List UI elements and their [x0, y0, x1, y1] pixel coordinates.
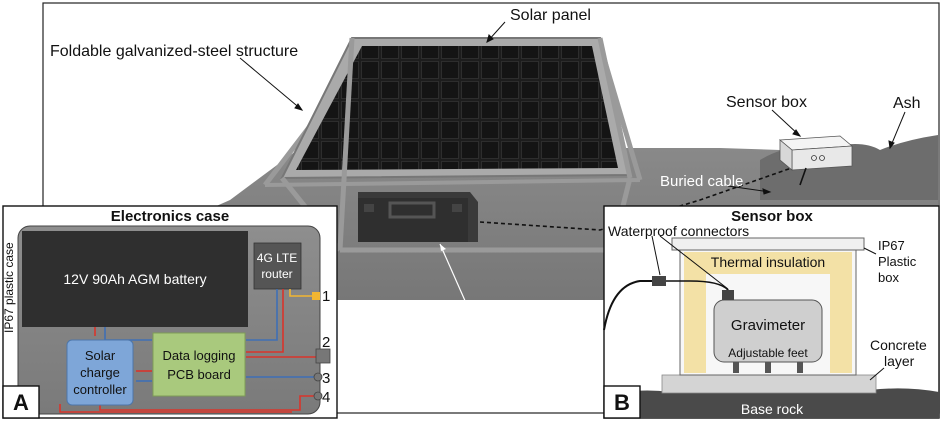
electronics-case-3d: [358, 192, 478, 242]
structure-leader: [239, 57, 303, 111]
solar-panel: [280, 37, 632, 180]
buried-cable-arrowhead: [762, 188, 772, 195]
port-1-connector: [312, 292, 320, 300]
battery-label: 12V 90Ah AGM battery: [63, 271, 206, 287]
solar-charge-controller: [66, 339, 134, 406]
panel-b: Sensor box Thermal insulation Gravimeter…: [603, 205, 940, 419]
panel-a: Electronics case IP67 plastic case 12V 9…: [2, 205, 338, 419]
ip67-box-lid: [671, 237, 865, 251]
base-rock: [604, 387, 939, 418]
concrete-layer: [661, 374, 877, 394]
port-4-connector: [313, 391, 323, 401]
structure-label: Foldable galvanized-steel structure: [50, 43, 298, 60]
pcb-label-line2: PCB board: [167, 367, 231, 382]
router-label-line2: router: [261, 267, 292, 281]
router-label-line1: 4G LTE: [257, 251, 297, 265]
port-3-connector: [313, 372, 323, 382]
frame-base-back: [264, 178, 641, 187]
frame-leg-front-left: [337, 37, 355, 251]
panel-b-title: Sensor box: [731, 208, 813, 225]
ip67-case-side-label: IP67 plastic case: [2, 242, 16, 333]
electronics-case-label: Electronics case: [418, 312, 535, 329]
panel-b-letter: B: [614, 390, 630, 415]
thermal-insulation-right: [830, 274, 852, 373]
frame-leg-front-right: [597, 37, 633, 179]
port-3-label: 3: [322, 370, 330, 387]
solar-panel-arrowhead: [486, 34, 494, 43]
panel-a-letter-box: [2, 385, 40, 419]
electronics-case-leader: [439, 243, 471, 313]
ash-label: Ash: [893, 95, 921, 112]
waterproof-leader-2: [659, 235, 729, 290]
foot-right: [797, 362, 803, 373]
battery: [22, 231, 248, 327]
port-2-connector: [315, 348, 331, 364]
charge-label-line3: controller: [73, 382, 127, 397]
solar-panel-label: Solar panel: [510, 7, 591, 24]
ip67-box-label-line3: box: [878, 270, 899, 285]
concrete-label-line2: layer: [884, 353, 915, 369]
buried-cable-label: Buried cable: [660, 173, 743, 190]
waterproof-connector-outer: [652, 276, 666, 286]
sensor-box-arrowhead: [792, 129, 802, 137]
concrete-label-line1: Concrete: [870, 337, 927, 353]
ip67-box-label-line2: Plastic: [878, 254, 917, 269]
thermal-insulation-top: [684, 252, 852, 274]
panel-a-letter: A: [13, 390, 29, 415]
thermal-insulation-left: [684, 274, 706, 373]
ip67-box-leader: [863, 247, 877, 255]
lte-router: [253, 242, 302, 290]
data-logging-pcb: [152, 332, 246, 397]
wiring: [59, 289, 316, 413]
waterproof-connector-inner: [722, 290, 734, 300]
waterproof-connectors-label: Waterproof connectors: [608, 223, 749, 239]
charge-label-line1: Solar: [85, 348, 116, 363]
port-1-label: 1: [322, 288, 330, 305]
base-rock-label: Base rock: [741, 401, 804, 417]
panel-b-letter-box: [603, 385, 641, 419]
sensor-box-3d: [778, 135, 854, 186]
panel-a-title: Electronics case: [111, 208, 229, 225]
pcb-label-line1: Data logging: [163, 348, 236, 363]
sensor-cable: [603, 280, 652, 331]
ash-arrowhead: [888, 140, 895, 150]
foot-left: [733, 362, 739, 373]
sensor-box-label: Sensor box: [726, 94, 807, 111]
thermal-insulation-label: Thermal insulation: [711, 254, 825, 270]
ip67-box-label-line1: IP67: [878, 238, 905, 253]
waterproof-leader-1: [651, 235, 661, 276]
charge-label-line2: charge: [80, 365, 120, 380]
adjustable-feet-label: Adjustable feet: [728, 346, 808, 360]
foot-middle: [765, 362, 771, 373]
structure-arrowhead: [294, 103, 304, 111]
internal-cable: [666, 280, 729, 295]
concrete-leader: [869, 367, 885, 381]
port-2-label: 2: [322, 334, 330, 351]
electronics-case-arrowhead: [440, 244, 446, 251]
gravimeter-label: Gravimeter: [731, 317, 805, 334]
port-4-label: 4: [322, 389, 330, 406]
